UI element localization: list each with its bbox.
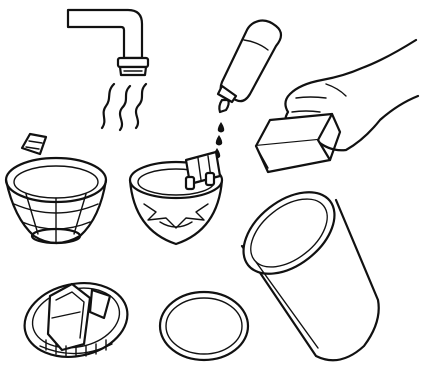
- filter-basket-icon: [6, 134, 106, 243]
- detergent-bottle-icon: [218, 20, 281, 112]
- faucet-icon: [68, 10, 148, 75]
- water-wave-icon: [102, 84, 146, 130]
- brew-basket-icon: [130, 152, 222, 244]
- lid-icon: [18, 274, 135, 366]
- seal-ring-icon: [160, 292, 248, 360]
- hand-sponge-icon: [256, 40, 418, 172]
- tumbler-icon: [228, 176, 378, 360]
